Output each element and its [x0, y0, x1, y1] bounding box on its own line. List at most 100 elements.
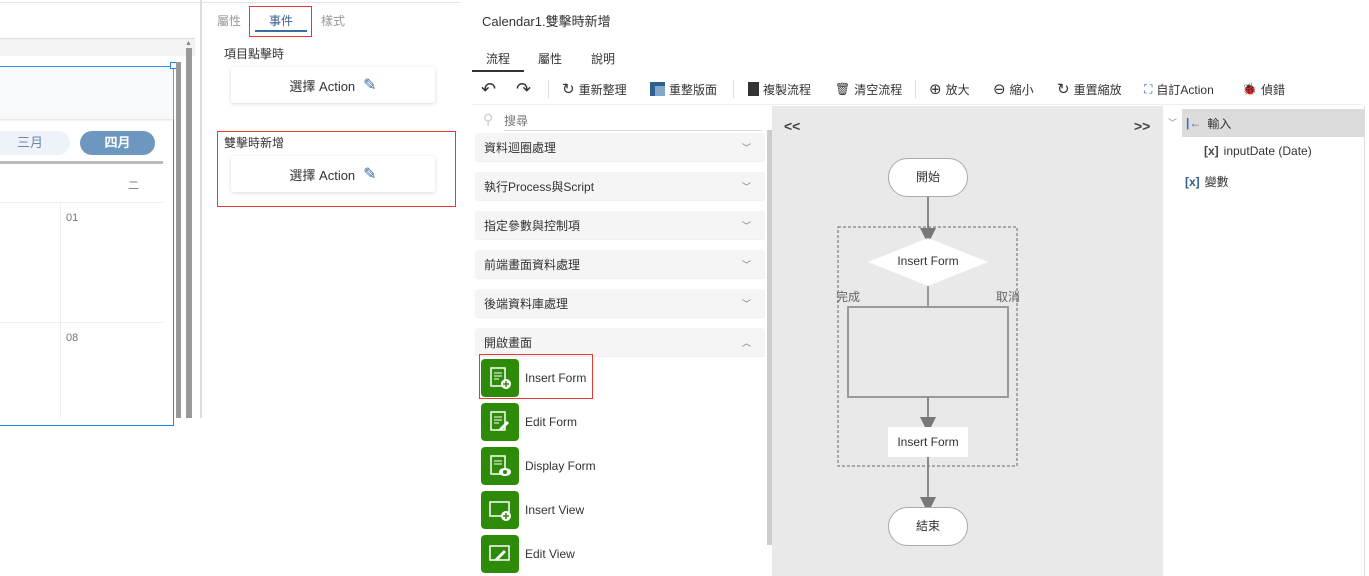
- branch-cancel-label: 取消: [996, 290, 1021, 304]
- tab-events[interactable]: 事件: [269, 14, 294, 28]
- chevron-up-icon: ︿: [741, 337, 751, 348]
- action-label: Edit View: [525, 547, 575, 561]
- tab-properties[interactable]: 屬性: [217, 14, 242, 28]
- refresh-button[interactable]: ↻重新整理: [562, 80, 627, 98]
- flow-canvas[interactable]: << >> 開始 Insert Form 完成 取消 Insert Form 結…: [772, 106, 1163, 576]
- divider: [0, 2, 460, 3]
- custom-action-icon: ⛶: [1144, 81, 1153, 96]
- category-process-script[interactable]: 執行Process與Script ﹀: [475, 172, 765, 200]
- category-label: 指定參數與控制項: [484, 218, 581, 233]
- edit-form-icon: [481, 403, 519, 441]
- custom-action-label: 自訂Action: [1156, 82, 1214, 97]
- tree-label: 輸入: [1207, 116, 1232, 131]
- category-label: 開啟畫面: [484, 335, 533, 350]
- search-icon: ⚲: [483, 111, 494, 127]
- category-params-controls[interactable]: 指定參數與控制項 ﹀: [475, 211, 765, 239]
- relayout-button[interactable]: 重整版面: [650, 80, 717, 98]
- flow-start-node[interactable]: 開始: [888, 158, 968, 197]
- divider: [60, 203, 61, 418]
- trash-icon: 🗑: [835, 82, 851, 96]
- dialog-title: Calendar1.雙擊時新增: [482, 14, 611, 29]
- copy-label: 複製流程: [763, 82, 812, 97]
- tree-item-input[interactable]: |← 輸入: [1182, 109, 1364, 137]
- tab-description[interactable]: 說明: [591, 52, 616, 66]
- undo-icon: ↶: [481, 78, 497, 99]
- category-frontend-data[interactable]: 前端畫面資料處理﹀: [475, 250, 765, 278]
- collapse-left-button[interactable]: <<: [784, 118, 801, 134]
- action-insert-form[interactable]: Insert Form: [481, 359, 586, 397]
- tree-label: inputDate (Date): [1223, 144, 1312, 158]
- month-march-button[interactable]: 三月: [0, 131, 70, 155]
- divider: [915, 80, 916, 98]
- select-action-label: 選擇 Action: [289, 78, 356, 94]
- clear-flow-button[interactable]: 🗑清空流程: [835, 80, 902, 98]
- variable-icon: [x]: [1185, 174, 1200, 189]
- pencil-icon: ✎: [363, 166, 377, 183]
- reset-zoom-label: 重置縮放: [1073, 82, 1122, 97]
- tree-item-param[interactable]: [x] inputDate (Date): [1204, 144, 1312, 158]
- select-action-button[interactable]: 選擇 Action ✎: [231, 67, 435, 103]
- event-label: 雙擊時新增: [224, 136, 285, 150]
- variables-pane: ﹀ |← 輸入 [x] inputDate (Date) [x]變數: [1163, 106, 1365, 576]
- select-action-button[interactable]: 選擇 Action✎: [231, 156, 435, 192]
- highlight-box: [479, 354, 593, 399]
- clear-label: 清空流程: [854, 82, 903, 97]
- date-cell[interactable]: 01: [66, 212, 79, 224]
- action-edit-view[interactable]: Edit View: [481, 535, 575, 573]
- variable-icon: [x]: [1204, 144, 1219, 158]
- zoom-out-label: 縮小: [1009, 82, 1034, 97]
- zoom-in-label: 放大: [945, 82, 970, 97]
- calendar-header: [0, 67, 173, 119]
- chevron-down-icon: ﹀: [741, 220, 751, 231]
- scrollbar[interactable]: [176, 62, 181, 418]
- tab-style[interactable]: 樣式: [321, 14, 346, 28]
- chevron-down-icon[interactable]: ﹀: [1168, 118, 1178, 128]
- calendar-selection[interactable]: [0, 66, 174, 426]
- copy-icon: [748, 82, 759, 96]
- event-label: 項目點擊時: [224, 47, 285, 61]
- scrollbar[interactable]: [186, 48, 192, 418]
- search-input[interactable]: [504, 111, 762, 131]
- category-label: 前端畫面資料處理: [484, 257, 581, 272]
- relayout-label: 重整版面: [669, 82, 718, 97]
- action-insert-view[interactable]: Insert View: [481, 491, 584, 529]
- insert-view-icon: [481, 491, 519, 529]
- flow-decision-node[interactable]: Insert Form: [897, 254, 959, 268]
- category-open-screen[interactable]: 開啟畫面 ︿: [475, 328, 765, 356]
- category-backend-db[interactable]: 後端資料庫處理﹀: [475, 289, 765, 317]
- undo-button[interactable]: ↶: [481, 78, 497, 99]
- weekday-label: 二: [128, 180, 139, 192]
- custom-action-button[interactable]: ⛶自訂Action: [1144, 80, 1214, 98]
- copy-flow-button[interactable]: 複製流程: [748, 80, 811, 98]
- reset-zoom-button[interactable]: ↻重置縮放: [1057, 80, 1122, 98]
- zoom-in-icon: ⊕: [929, 81, 942, 98]
- tab-underline: [255, 30, 307, 32]
- branch-done-label: 完成: [836, 290, 861, 304]
- month-april-button[interactable]: 四月: [80, 131, 155, 155]
- date-cell[interactable]: 08: [66, 332, 79, 344]
- tab-underline: [472, 70, 524, 72]
- chevron-down-icon: ﹀: [741, 181, 751, 192]
- zoom-in-button[interactable]: ⊕放大: [929, 80, 970, 98]
- collapse-right-button[interactable]: >>: [1134, 118, 1151, 134]
- zoom-out-button[interactable]: ⊖縮小: [993, 80, 1034, 98]
- pencil-icon: ✎: [363, 77, 377, 94]
- category-data-loop[interactable]: 資料迴圈處理﹀: [475, 133, 765, 161]
- debug-button[interactable]: 🐞偵錯: [1242, 80, 1285, 98]
- flow-step-node[interactable]: Insert Form: [888, 427, 968, 457]
- edit-view-icon: [481, 535, 519, 573]
- scrollbar[interactable]: [767, 130, 772, 545]
- scroll-up-icon[interactable]: ▲: [185, 40, 192, 47]
- flow-end-node[interactable]: 結束: [888, 507, 968, 546]
- divider: [200, 0, 202, 418]
- action-edit-form[interactable]: Edit Form: [481, 403, 577, 441]
- layout-icon: [650, 82, 665, 96]
- category-label: 執行Process與Script: [484, 179, 595, 194]
- action-display-form[interactable]: Display Form: [481, 447, 596, 485]
- tab-flow[interactable]: 流程: [486, 52, 511, 66]
- input-arrow-icon: |←: [1186, 116, 1202, 130]
- tree-item-variables[interactable]: [x]變數: [1185, 173, 1229, 190]
- redo-button[interactable]: ↷: [516, 79, 531, 99]
- divider: [0, 322, 163, 323]
- tab-properties[interactable]: 屬性: [538, 52, 563, 66]
